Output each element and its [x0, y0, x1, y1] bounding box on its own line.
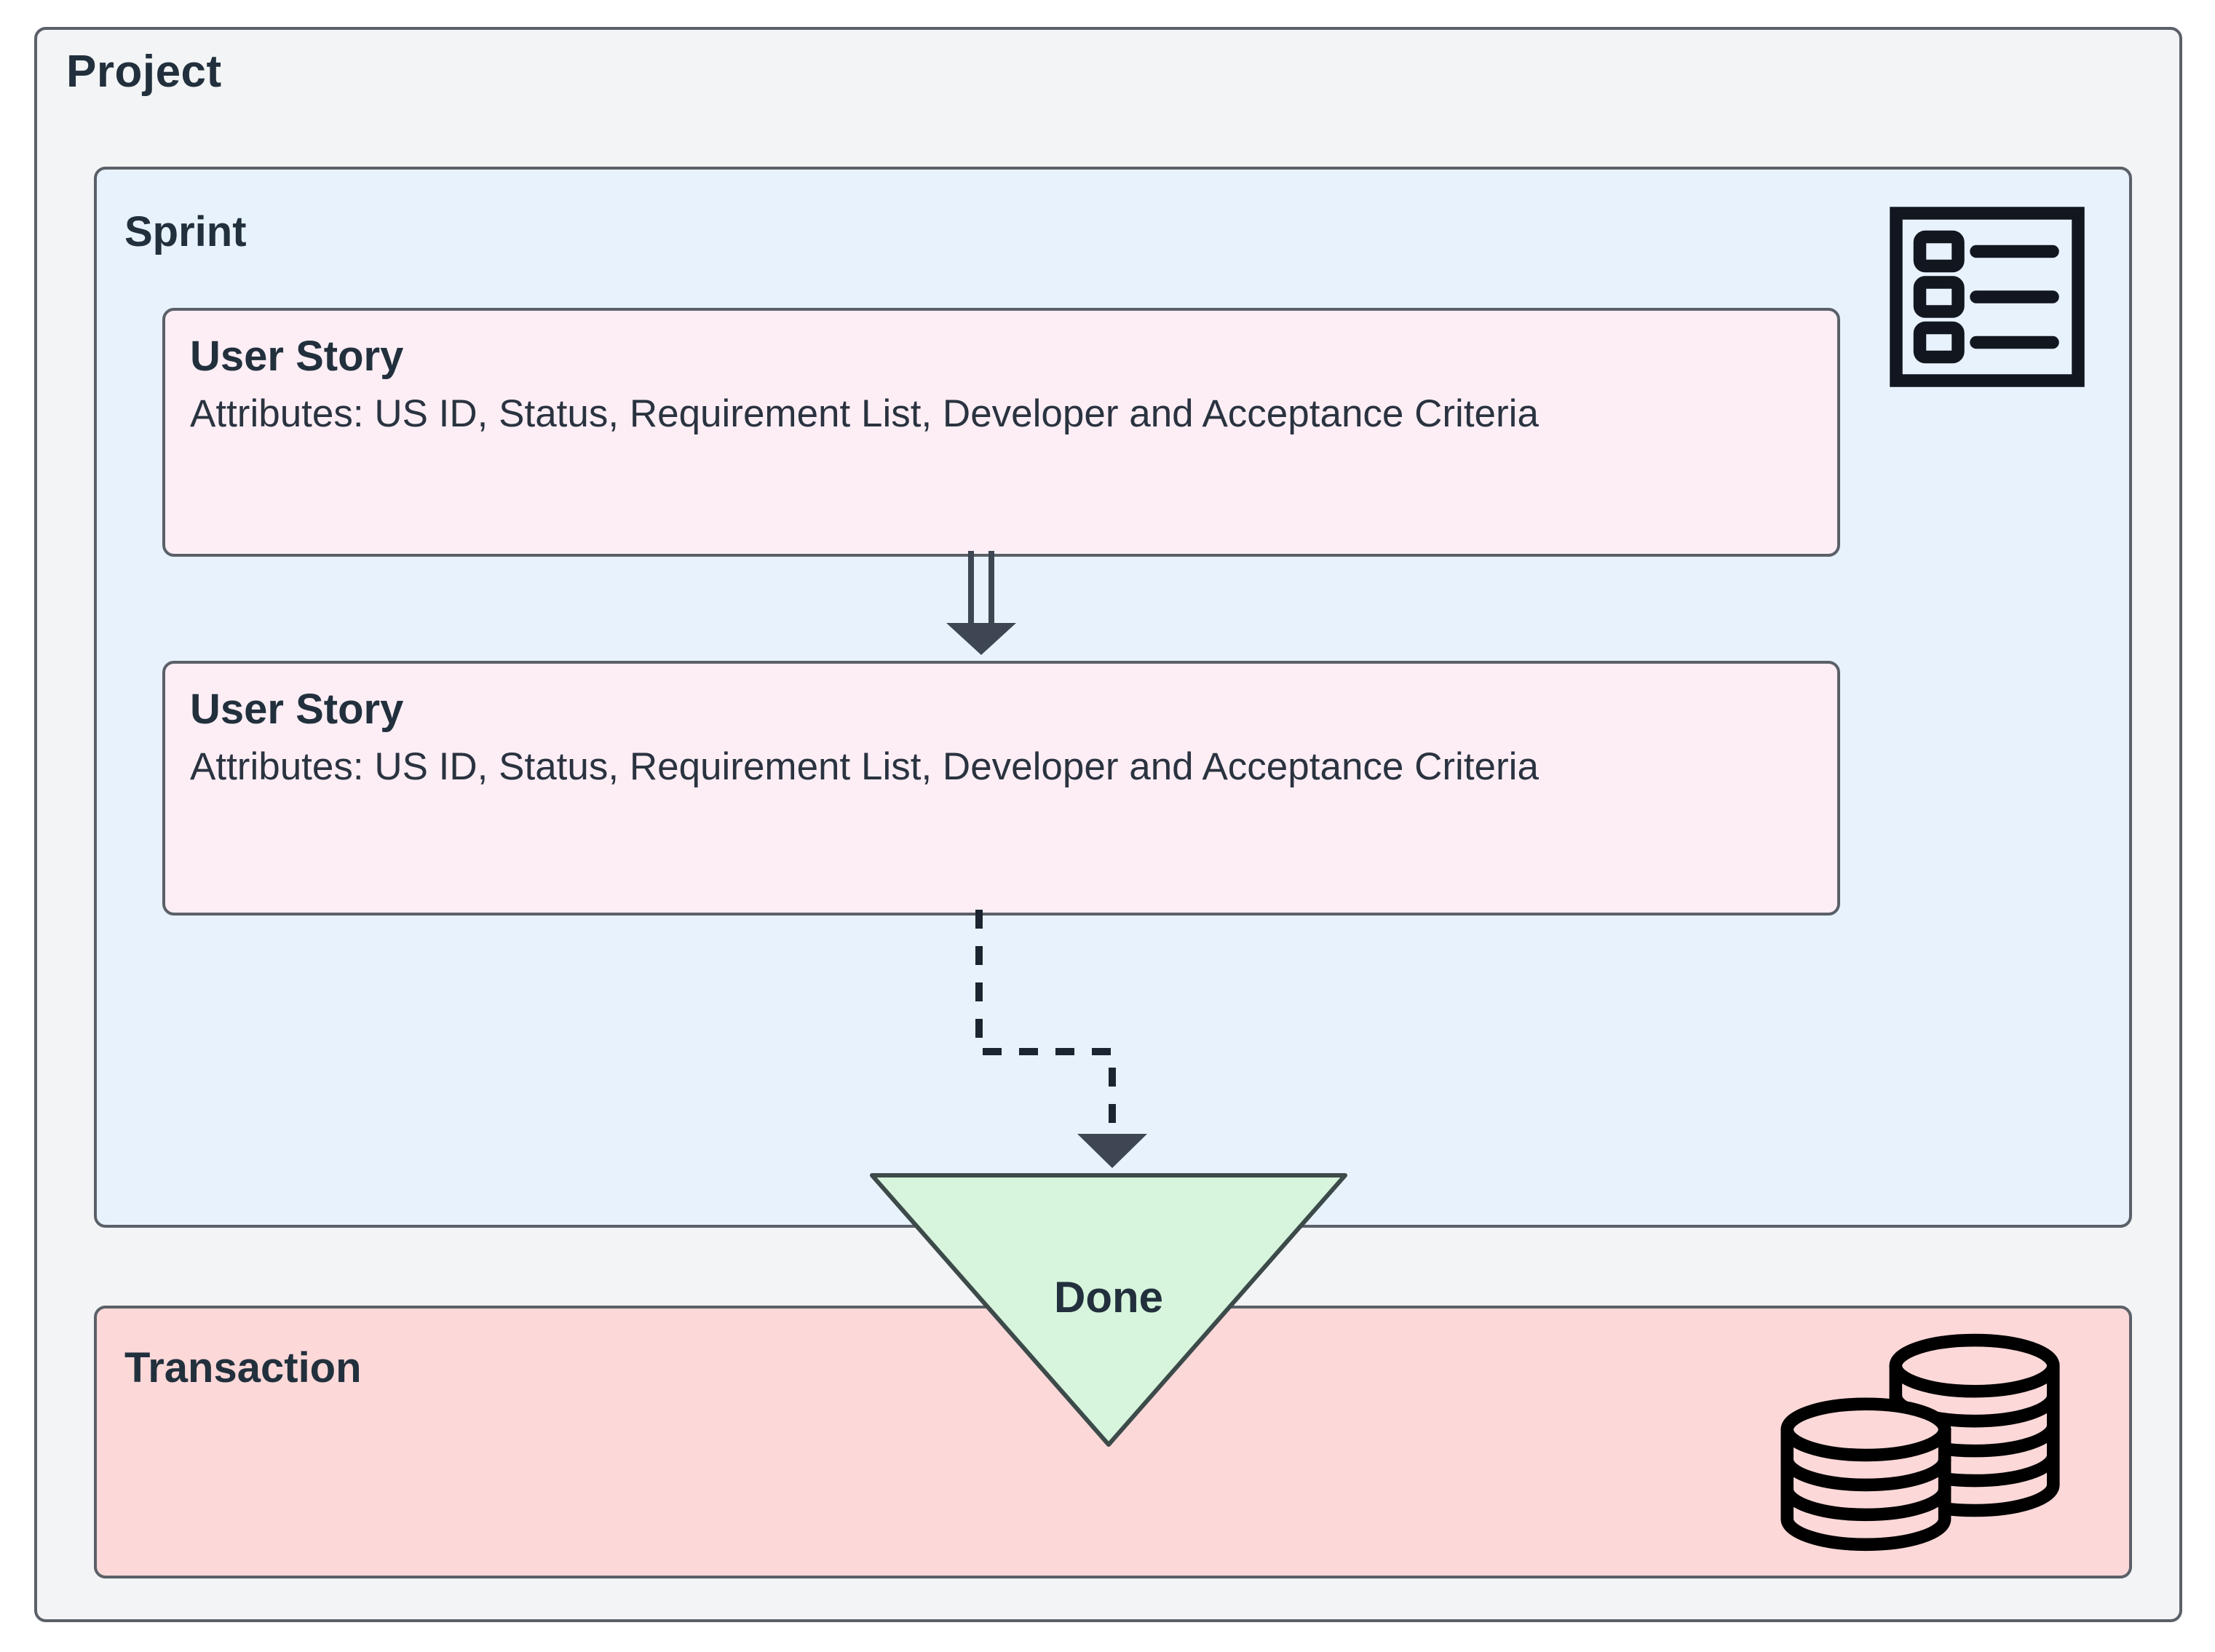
- user-story-card-2[interactable]: User Story Attributes: US ID, Status, Re…: [162, 661, 1840, 916]
- user-story-attributes: Attributes: US ID, Status, Requirement L…: [190, 744, 1539, 788]
- user-story-title: User Story: [190, 686, 404, 733]
- sprint-label: Sprint: [124, 208, 247, 255]
- user-story-title: User Story: [190, 333, 404, 380]
- user-story-attributes: Attributes: US ID, Status, Requirement L…: [190, 392, 1539, 435]
- coins-icon: [1780, 1333, 2060, 1552]
- project-label: Project: [66, 47, 222, 97]
- done-label: Done: [1054, 1273, 1163, 1322]
- user-story-card-1[interactable]: User Story Attributes: US ID, Status, Re…: [162, 308, 1840, 557]
- checklist-icon: [1890, 207, 2085, 387]
- done-shape[interactable]: [857, 1169, 1360, 1453]
- transaction-label: Transaction: [124, 1344, 362, 1391]
- sprint-container[interactable]: Sprint User Story Attributes: US ID, Sta…: [94, 167, 2132, 1228]
